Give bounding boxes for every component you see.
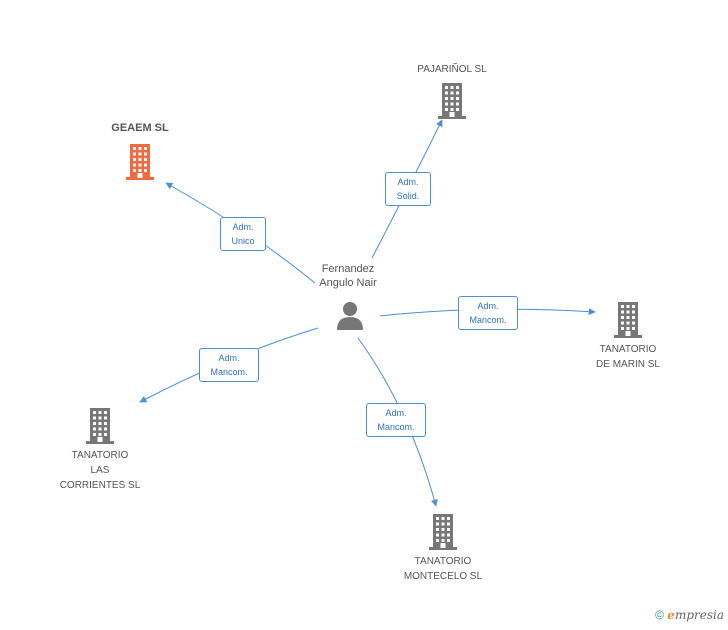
company-name: PAJARIÑOL SL	[417, 64, 487, 75]
company-corrientes[interactable]: TANATORIO LAS CORRIENTES SL	[52, 406, 148, 493]
company-name: GEAEM SL	[111, 122, 169, 134]
relation-label-corrientes[interactable]: Adm. Mancom.	[199, 348, 259, 382]
footer-brand: © ℯmpresia	[655, 608, 724, 622]
relation-label-geaem[interactable]: Adm. Unico	[220, 217, 266, 251]
relation-label-marin[interactable]: Adm. Mancom.	[458, 296, 518, 330]
company-name: TANATORIO DE MARIN SL	[596, 344, 660, 370]
company-name: TANATORIO LAS CORRIENTES SL	[59, 450, 141, 491]
brand-initial: ℯ	[667, 608, 675, 622]
company-pajarinol[interactable]: PAJARIÑOL SL	[400, 62, 504, 121]
copyright-icon: ©	[655, 608, 664, 622]
building-icon	[429, 514, 457, 550]
company-montecelo[interactable]: TANATORIO MONTECELO SL	[395, 512, 491, 584]
person-name[interactable]: Fernandez Angulo Nair	[300, 262, 396, 290]
building-icon	[438, 83, 466, 119]
building-icon	[126, 144, 154, 180]
brand-name: mpresia	[674, 608, 724, 622]
person-name-line: Fernandez	[321, 263, 375, 275]
company-name: TANATORIO MONTECELO SL	[403, 556, 483, 582]
person-icon[interactable]	[335, 300, 365, 330]
company-marin[interactable]: TANATORIO DE MARIN SL	[580, 300, 676, 372]
person-name-line: Angulo Nair	[319, 277, 377, 289]
relation-label-montecelo[interactable]: Adm. Mancom.	[366, 403, 426, 437]
building-icon	[86, 408, 114, 444]
relation-label-pajarinol[interactable]: Adm. Solid.	[385, 172, 431, 206]
building-icon	[614, 302, 642, 338]
company-geaem[interactable]: GEAEM SL	[92, 121, 188, 182]
